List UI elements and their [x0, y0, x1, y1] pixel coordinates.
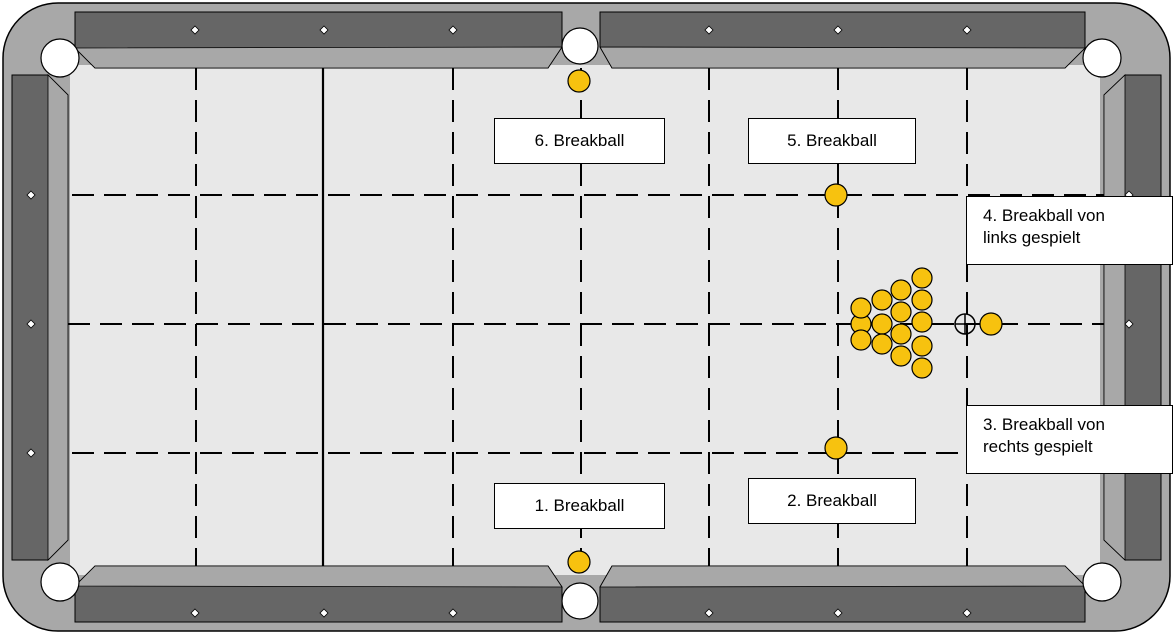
diamond-icon: [962, 25, 972, 35]
diamond-icon: [448, 608, 458, 618]
diamond-icon: [704, 608, 714, 618]
pocket-top-left: [40, 38, 80, 78]
label-4-breakball: 4. Breakball von links gespielt: [966, 196, 1173, 265]
pocket-bottom-right: [1082, 562, 1122, 602]
diamond-icon: [704, 25, 714, 35]
label-4-line-2: links gespielt: [983, 228, 1081, 247]
rack-ball: [850, 329, 872, 351]
pocket-top-right: [1082, 38, 1122, 78]
rack-ball: [911, 335, 933, 357]
cushion-nose-right: [1103, 74, 1126, 561]
diamond-icon: [26, 319, 36, 329]
diamond-icon: [833, 608, 843, 618]
label-3-line-1: 3. Breakball von: [983, 415, 1105, 434]
label-3-breakball: 3. Breakball von rechts gespielt: [966, 405, 1173, 474]
rack-ball: [890, 301, 912, 323]
cushion-nose-bottom-left: [74, 565, 563, 588]
breakballs: [567, 69, 1003, 574]
rack-ball: [871, 333, 893, 355]
rack-ball: [850, 297, 872, 319]
rack-ball: [871, 313, 893, 335]
rack-ball: [890, 323, 912, 345]
breakball-6: [567, 69, 591, 93]
cushion-nose-bottom-right: [599, 565, 1086, 588]
rack-ball: [890, 345, 912, 367]
rack-ball: [890, 279, 912, 301]
diamond-icon: [962, 608, 972, 618]
cushion-nose-top-left: [74, 46, 563, 69]
rack-ball: [871, 289, 893, 311]
diamond-icon: [26, 190, 36, 200]
diamonds: [26, 25, 1134, 618]
diamond-icon: [1124, 319, 1134, 329]
diamond-icon: [319, 25, 329, 35]
cushion-nose-top-right: [599, 46, 1086, 69]
rack-ball: [911, 357, 933, 379]
diamond-icon: [26, 448, 36, 458]
foot-spot-icon: [954, 313, 976, 335]
breakball-3-4: [979, 312, 1003, 336]
label-1-breakball: 1. Breakball: [494, 483, 665, 529]
label-5-breakball: 5. Breakball: [748, 118, 916, 164]
diamond-icon: [190, 608, 200, 618]
rack-ball: [911, 311, 933, 333]
diamond-icon: [319, 608, 329, 618]
breakball-1: [567, 550, 591, 574]
diamond-icon: [833, 25, 843, 35]
ball-rack: [850, 267, 933, 379]
label-6-breakball: 6. Breakball: [494, 118, 665, 164]
breakball-2: [824, 436, 848, 460]
rack-ball: [911, 267, 933, 289]
diamond-icon: [190, 25, 200, 35]
rack-ball: [911, 289, 933, 311]
label-3-line-2: rechts gespielt: [983, 437, 1093, 456]
label-4-line-1: 4. Breakball von: [983, 206, 1105, 225]
pocket-bottom-left: [40, 562, 80, 602]
pocket-top-middle: [561, 27, 599, 65]
pocket-bottom-middle: [561, 582, 599, 620]
label-2-breakball: 2. Breakball: [748, 478, 916, 524]
breakball-5: [824, 183, 848, 207]
pockets: [40, 27, 1122, 620]
diamond-icon: [448, 25, 458, 35]
cushion-nose-left: [47, 74, 69, 561]
